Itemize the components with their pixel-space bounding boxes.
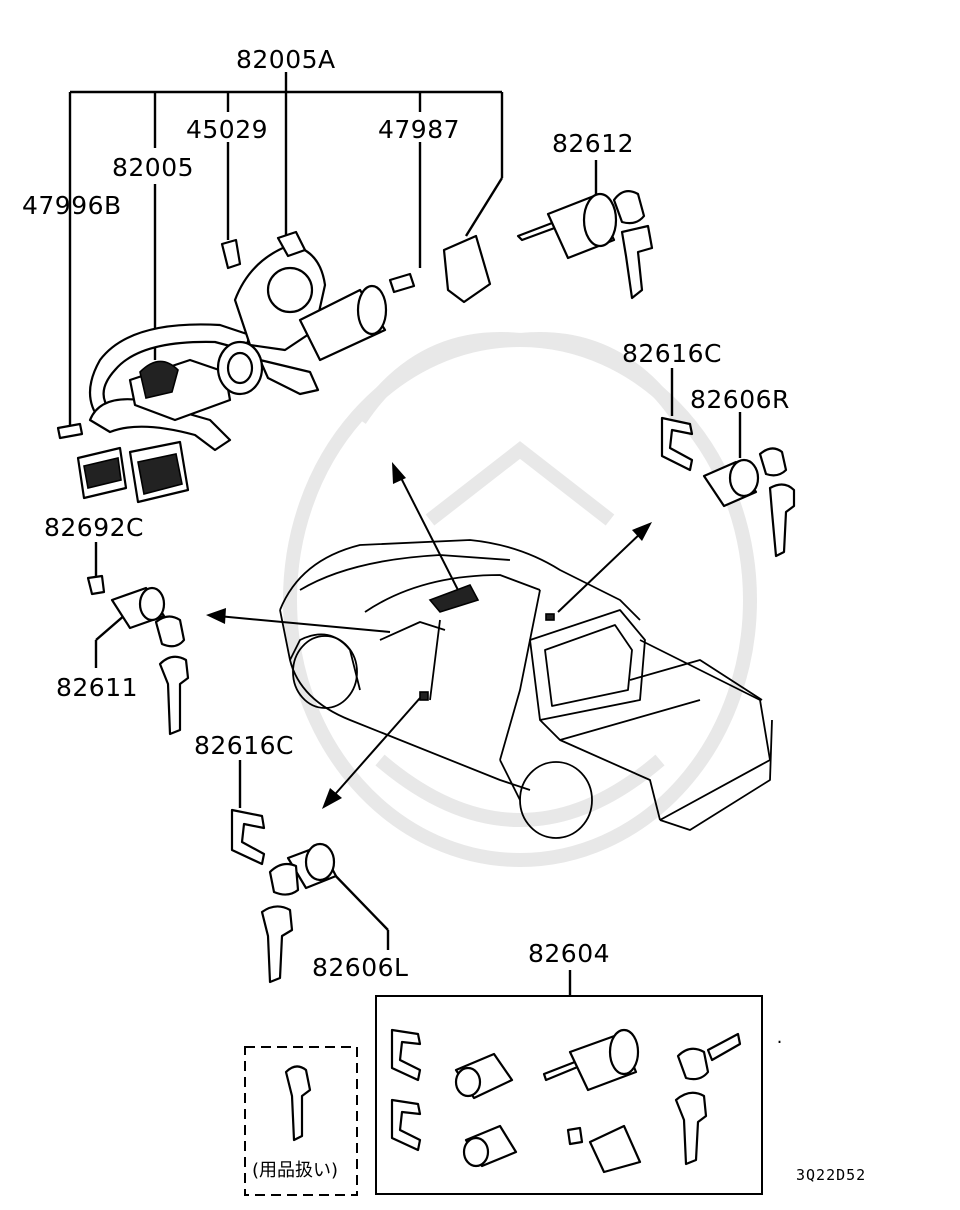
accessory-key-box	[244, 1046, 358, 1196]
kit-box-82604: ·	[375, 995, 785, 1195]
label-82604: 82604	[528, 939, 610, 968]
label-47987: 47987	[378, 115, 460, 144]
diagram-code: 3Q22D52	[796, 1166, 866, 1184]
watermark-emblem	[283, 332, 757, 867]
label-82612: 82612	[552, 129, 634, 158]
label-82005: 82005	[112, 153, 194, 182]
location-arrows	[206, 462, 652, 809]
leader-lines	[68, 72, 742, 996]
label-82616c-right: 82616C	[622, 339, 722, 368]
label-82616c-left: 82616C	[194, 731, 294, 760]
label-82611: 82611	[56, 673, 138, 702]
label-82606l: 82606L	[312, 953, 408, 982]
label-47996b: 47996B	[22, 191, 122, 220]
door-cylinder-left	[230, 808, 338, 984]
ignition-switch-assembly	[56, 230, 492, 504]
door-cylinder-right	[660, 416, 796, 558]
label-82606r: 82606R	[690, 385, 790, 414]
ignition-cylinder-82612	[516, 189, 654, 300]
pickup-truck-illustration	[279, 539, 773, 839]
tailgate-cylinder-82611	[86, 574, 190, 736]
label-accessory-note: (用品扱い)	[252, 1160, 338, 1181]
label-82692c: 82692C	[44, 513, 144, 542]
label-45029: 45029	[186, 115, 268, 144]
part-labels: 82005A 45029 47987 82005 47996B 82612 82…	[22, 45, 866, 1184]
dot-mark: ·	[775, 1033, 785, 1051]
label-82005a: 82005A	[236, 45, 336, 74]
